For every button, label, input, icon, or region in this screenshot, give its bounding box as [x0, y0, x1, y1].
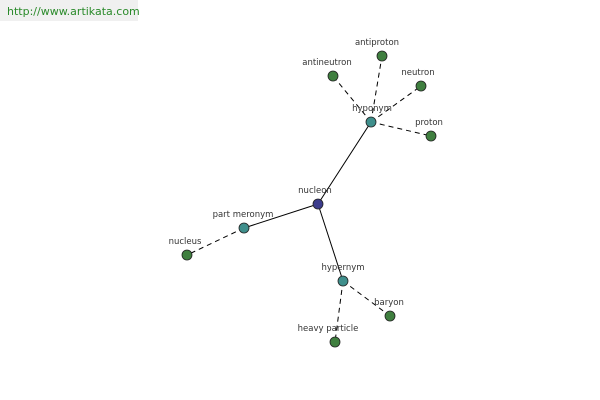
edge-nucleon-part_meronym [243, 203, 319, 229]
label-nucleon: nucleon [298, 186, 332, 196]
node-baryon[interactable] [384, 310, 396, 322]
edge-hypernym-baryon [342, 280, 391, 317]
edge-hyponym-antiproton [370, 55, 383, 123]
label-nucleus: nucleus [169, 237, 202, 247]
node-nucleon[interactable] [312, 198, 324, 210]
label-antiproton: antiproton [355, 38, 399, 48]
edge-hyponym-neutron [370, 85, 422, 123]
label-neutron: neutron [401, 68, 434, 78]
edge-nucleon-hyponym [317, 121, 372, 205]
label-proton: proton [415, 118, 443, 128]
node-hyponym[interactable] [365, 116, 377, 128]
node-antiproton[interactable] [376, 50, 388, 62]
edge-nucleon-hypernym [317, 203, 344, 282]
node-heavy-particle[interactable] [329, 336, 341, 348]
edge-part_meronym-nucleus [186, 227, 245, 256]
node-hypernym[interactable] [337, 275, 349, 287]
node-neutron[interactable] [415, 80, 427, 92]
label-heavy-particle: heavy particle [298, 324, 359, 334]
graph-edges [186, 55, 432, 343]
edge-hypernym-heavy_particle [334, 280, 344, 343]
label-hyponym: hyponym [352, 104, 392, 114]
graph-nodes [181, 50, 437, 348]
url-banner: http://www.artikata.com [0, 0, 140, 21]
node-part-meronym[interactable] [238, 222, 250, 234]
edge-hyponym-proton [370, 121, 432, 137]
node-nucleus[interactable] [181, 249, 193, 261]
edge-hyponym-antineutron [332, 75, 372, 123]
label-baryon: baryon [374, 298, 404, 308]
node-antineutron[interactable] [327, 70, 339, 82]
node-proton[interactable] [425, 130, 437, 142]
label-hypernym: hypernym [321, 263, 364, 273]
label-part-meronym: part meronym [213, 210, 274, 220]
label-antineutron: antineutron [302, 58, 352, 68]
graph-labels: nucleon hyponym part meronym hypernym antipr… [169, 38, 443, 334]
site-url-link[interactable]: http://www.artikata.com [7, 5, 140, 18]
